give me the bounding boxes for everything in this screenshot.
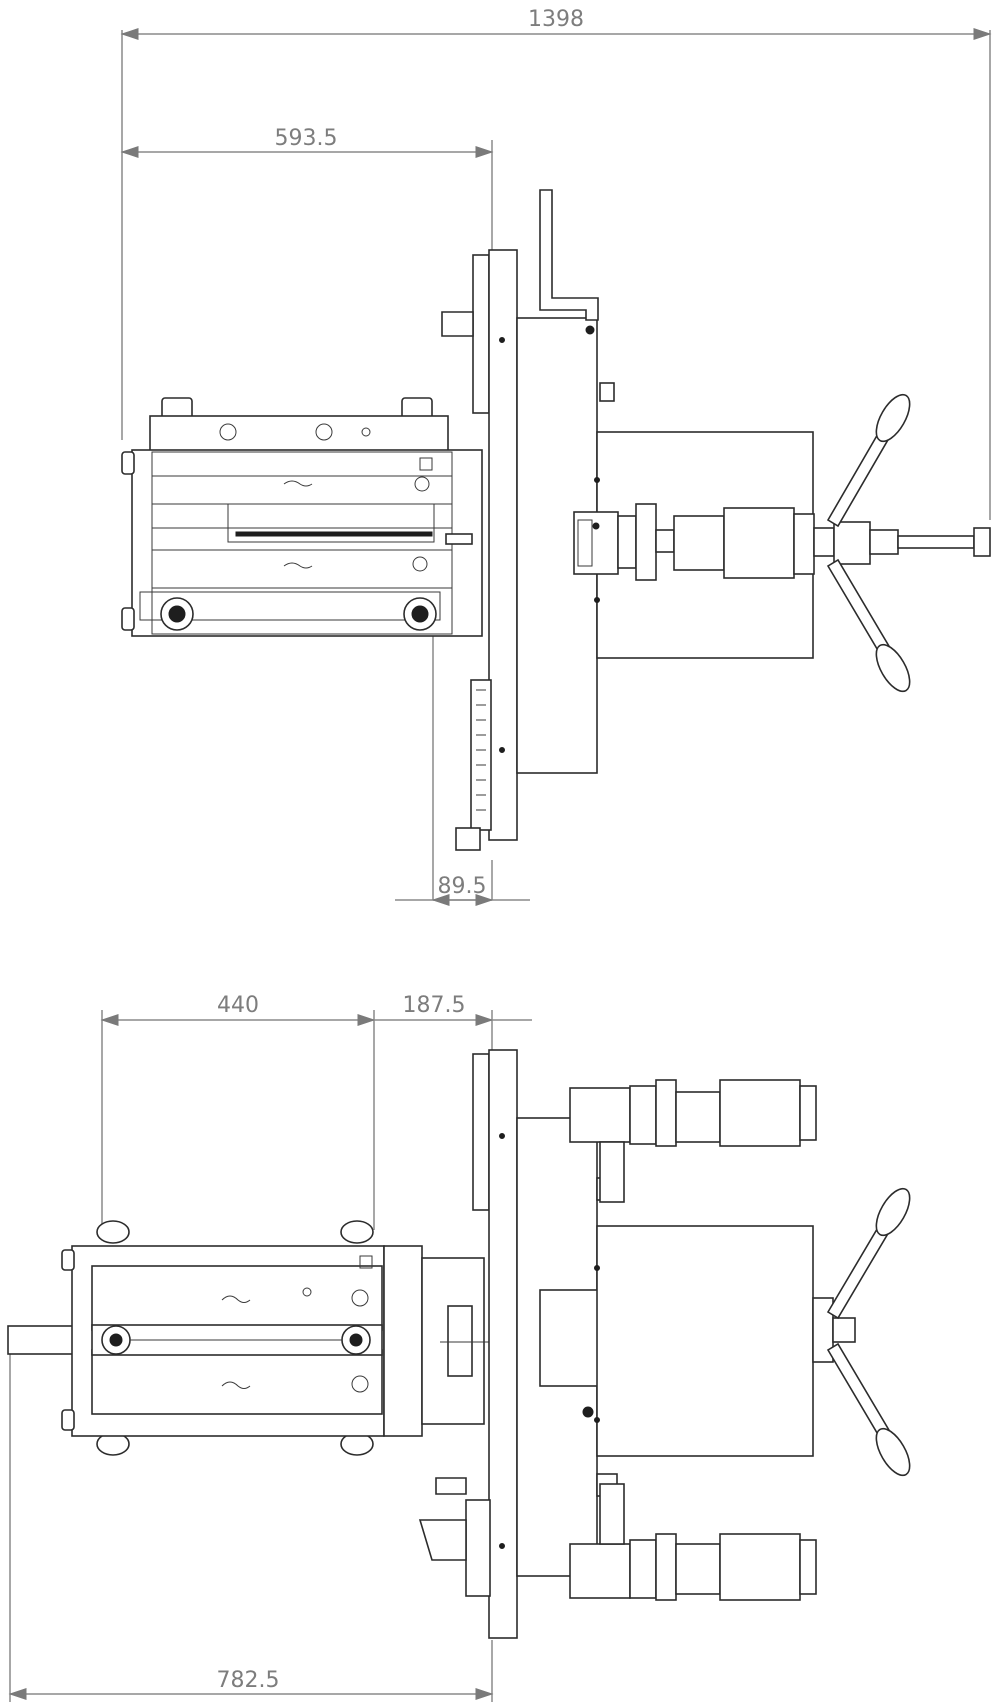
side-cylinder-lower <box>569 1483 817 1601</box>
carriage-unit-top <box>121 397 483 637</box>
dimension-offset-top: 89.5 <box>395 620 530 906</box>
drive-cylinder-top <box>573 431 991 659</box>
dimension-span-bottom: 440 <box>100 993 376 1230</box>
drive-cylinder-bottom <box>594 1177 856 1497</box>
dimension-unit-length-top: 593.5 <box>120 126 494 250</box>
carriage-unit-bottom <box>7 1220 492 1456</box>
dimension-overall-length-top: 1398 <box>120 7 992 520</box>
dimension-label-89-5: 89.5 <box>438 874 487 899</box>
dimension-overall-length-bottom: 782.5 <box>8 1340 494 1702</box>
dimension-label-440: 440 <box>217 993 259 1018</box>
bottom-view: 440 187.5 782.5 <box>7 993 911 1702</box>
frame-body-bottom <box>516 1117 617 1577</box>
dimension-label-782-5: 782.5 <box>217 1668 280 1693</box>
side-cylinder-upper <box>569 1079 817 1203</box>
mounting-plate-top <box>441 249 518 851</box>
dimension-label-1398: 1398 <box>528 7 584 32</box>
dimension-offset-bottom: 187.5 <box>374 993 532 1050</box>
top-view: 1398 593.5 89.5 <box>120 7 992 906</box>
dimension-label-593-5: 593.5 <box>275 126 338 151</box>
handwheel-bottom <box>826 1187 911 1477</box>
handwheel-top <box>826 393 911 693</box>
dimension-label-187-5: 187.5 <box>403 993 466 1018</box>
